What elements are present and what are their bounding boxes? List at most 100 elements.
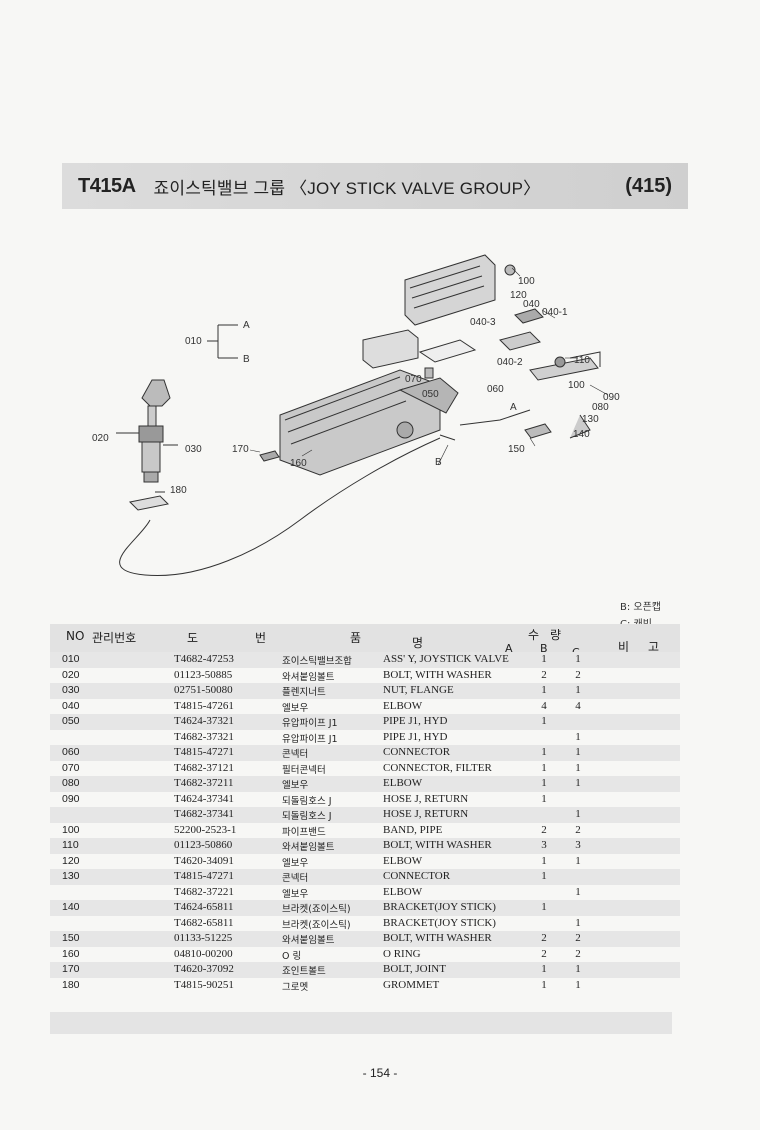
cell-pn: T4624-37341 <box>174 792 234 805</box>
cell-no: 040 <box>62 699 80 712</box>
label-010: 010 <box>185 336 202 347</box>
cell-kr: 엘보우 <box>282 702 309 714</box>
label-040: 040 <box>523 299 540 310</box>
label-040-1: 040-1 <box>542 307 568 318</box>
cell-en: ELBOW <box>383 777 423 789</box>
cell-en: ELBOW <box>383 885 423 898</box>
cell-kr: 콘넥터 <box>282 749 309 760</box>
group-page-ref: (415) <box>625 174 672 197</box>
cell-pn: T4682-65811 <box>174 916 234 929</box>
label-030: 030 <box>185 444 202 455</box>
cell-b: 1 <box>541 715 547 727</box>
cell-kr: O 링 <box>282 950 302 962</box>
cell-pn: T4682-37221 <box>174 885 234 898</box>
cell-c: 3 <box>575 839 581 851</box>
cell-c: 2 <box>575 668 581 681</box>
label-080: 080 <box>592 402 609 413</box>
legend-open-cab: B: 오픈캡 <box>620 602 662 613</box>
cell-kr: 되돌림호스 J <box>282 795 332 807</box>
hose-lines-drawing <box>119 409 591 577</box>
cell-b: 1 <box>541 653 547 665</box>
th-no: NO <box>66 629 85 643</box>
th-name-2: 명 <box>412 636 424 650</box>
cell-en: GROMMET <box>383 978 440 991</box>
cell-no: 110 <box>62 839 79 851</box>
cell-kr: 파이프밴드 <box>282 826 326 838</box>
cell-kr: 엘보우 <box>282 857 309 869</box>
label-170: 170 <box>232 444 249 455</box>
label-a-2: A <box>510 402 517 413</box>
cell-kr: 유압파이프 J1 <box>282 718 338 729</box>
cell-en: CONNECTOR <box>383 870 451 882</box>
cell-kr: 콘넥터 <box>282 873 309 884</box>
cell-en: BOLT, WITH WASHER <box>383 839 492 851</box>
cell-pn: 01123-50860 <box>174 839 233 851</box>
cell-b: 1 <box>541 854 547 867</box>
cell-b: 1 <box>541 684 547 696</box>
cell-c: 1 <box>575 963 581 975</box>
cell-pn: T4682-37211 <box>174 777 234 789</box>
cell-c: 1 <box>575 746 581 758</box>
th-name-1: 품 <box>350 631 362 645</box>
cell-c: 2 <box>575 947 581 960</box>
th-remark-2: 고 <box>648 640 660 654</box>
cell-pn: T4815-47261 <box>174 699 234 712</box>
cell-en: PIPE J1, HYD <box>383 715 448 727</box>
cell-no: 150 <box>62 932 80 944</box>
cell-c: 4 <box>575 699 581 712</box>
cell-en: O RING <box>383 947 421 960</box>
header-bar: T415A 죠이스틱밸브 그룹 〈JOY STICK VALVE GROUP〉 … <box>62 163 688 209</box>
cell-no: 070 <box>62 761 80 774</box>
leader-lines <box>249 267 609 466</box>
label-040-3: 040-3 <box>470 317 496 328</box>
th-b: B <box>540 642 548 655</box>
cell-c: 1 <box>575 854 581 867</box>
cell-en: HOSE J, RETURN <box>383 792 469 805</box>
cell-b: 3 <box>541 839 547 851</box>
cell-kr: 플렌지너트 <box>282 687 326 698</box>
cell-pn: T4624-65811 <box>174 901 234 913</box>
label-050: 050 <box>422 389 439 400</box>
cell-en: CONNECTOR <box>383 746 451 758</box>
cell-no: 140 <box>62 901 80 913</box>
cell-kr: 그로멧 <box>282 981 309 993</box>
th-drawing-1: 도 <box>187 631 199 645</box>
cell-c: 1 <box>575 684 581 696</box>
cell-b: 2 <box>541 823 547 836</box>
cell-pn: T4815-90251 <box>174 978 234 991</box>
label-040-2: 040-2 <box>497 357 523 368</box>
cell-b: 2 <box>541 947 547 960</box>
joystick-lever-drawing <box>116 379 178 511</box>
th-mgmt: 관리번호 <box>92 631 137 645</box>
cell-no: 160 <box>62 947 80 960</box>
cell-no: 010 <box>62 653 80 665</box>
th-a: A <box>505 642 513 655</box>
cell-kr: 브라켓(죠이스틱) <box>282 904 351 915</box>
cell-en: BOLT, JOINT <box>383 963 446 975</box>
cell-c: 2 <box>575 932 581 944</box>
cell-b: 2 <box>541 668 547 681</box>
cell-pn: 01123-50885 <box>174 668 233 681</box>
cell-en: ELBOW <box>383 854 423 867</box>
diagram-labels: 010 A B 020 030 180 170 160 B 100 120 04… <box>92 276 620 496</box>
label-160: 160 <box>290 458 307 469</box>
cell-c: 1 <box>575 653 581 665</box>
cell-kr: 죠이스틱밸브조합 <box>282 656 352 667</box>
label-180: 180 <box>170 485 187 496</box>
cell-pn: T4620-34091 <box>174 854 234 867</box>
item-010-callout <box>207 324 238 359</box>
